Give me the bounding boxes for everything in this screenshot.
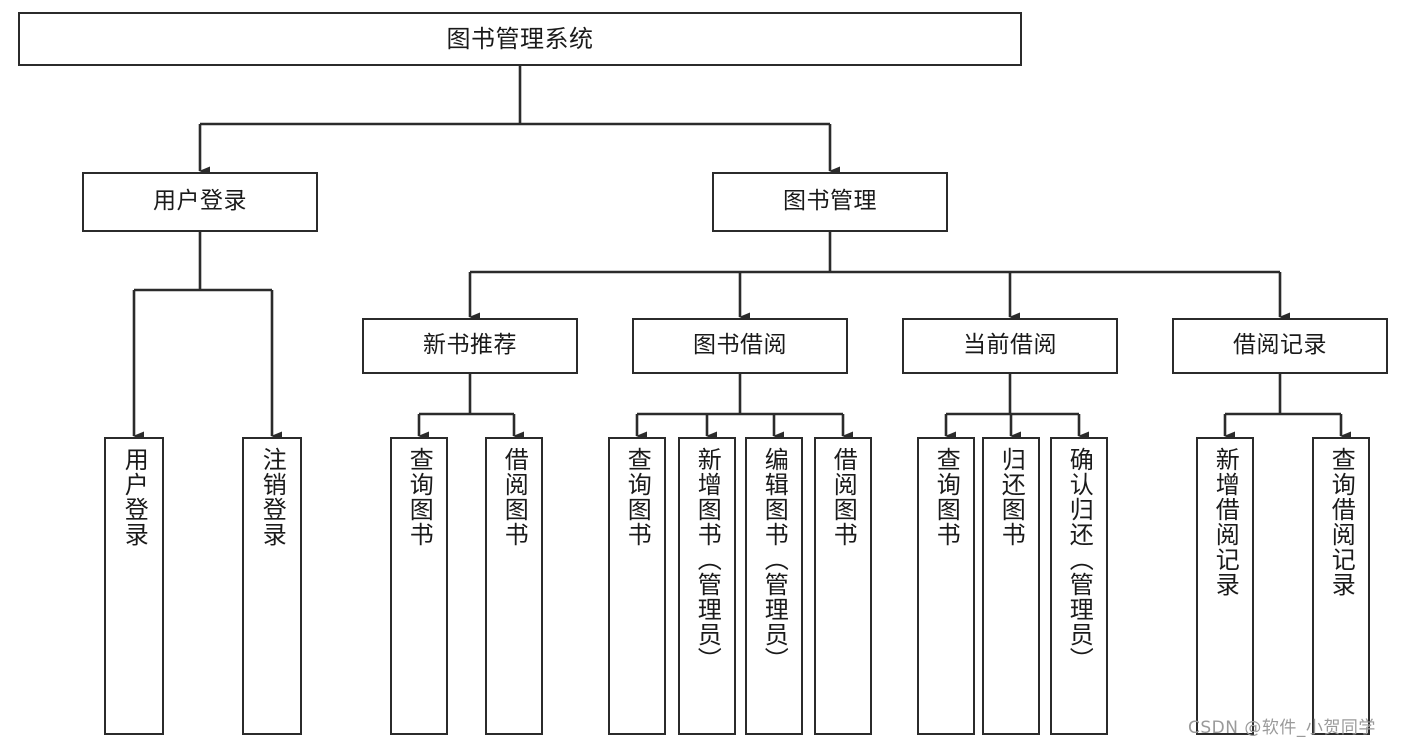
leaf-user-login-label: 用户登录 <box>120 447 149 547</box>
node-borrow-record[interactable]: 借阅记录 <box>1172 318 1388 374</box>
leaf-query-book-recommend-label: 查询图书 <box>405 447 434 547</box>
leaf-return-book[interactable]: 归还图书 <box>982 437 1040 735</box>
leaf-query-book-current-label: 查询图书 <box>932 447 961 547</box>
leaf-borrow-book[interactable]: 借阅图书 <box>814 437 872 735</box>
leaf-user-login[interactable]: 用户登录 <box>104 437 164 735</box>
leaf-borrow-book-label: 借阅图书 <box>829 447 858 547</box>
leaf-query-book-recommend[interactable]: 查询图书 <box>390 437 448 735</box>
node-book-management-label: 图书管理 <box>783 188 877 215</box>
node-root[interactable]: 图书管理系统 <box>18 12 1022 66</box>
csdn-watermark: CSDN @软件_小贺同学 <box>1188 718 1376 738</box>
leaf-logout-login-label: 注销登录 <box>258 447 287 547</box>
node-book-borrow[interactable]: 图书借阅 <box>632 318 848 374</box>
node-user-login-label: 用户登录 <box>153 188 247 215</box>
leaf-edit-book-admin[interactable]: 编辑图书（管理员） <box>745 437 803 735</box>
node-current-borrow[interactable]: 当前借阅 <box>902 318 1118 374</box>
leaf-add-book-admin-label: 新增图书（管理员） <box>693 447 722 672</box>
node-root-label: 图书管理系统 <box>446 24 594 53</box>
leaf-add-book-admin[interactable]: 新增图书（管理员） <box>678 437 736 735</box>
leaf-query-borrow-record-label: 查询借阅记录 <box>1327 447 1356 597</box>
leaf-borrow-book-recommend[interactable]: 借阅图书 <box>485 437 543 735</box>
leaf-logout-login[interactable]: 注销登录 <box>242 437 302 735</box>
leaf-query-book-current[interactable]: 查询图书 <box>917 437 975 735</box>
node-new-book-recommend[interactable]: 新书推荐 <box>362 318 578 374</box>
leaf-add-borrow-record-label: 新增借阅记录 <box>1211 447 1240 597</box>
leaf-query-book-borrow-label: 查询图书 <box>623 447 652 547</box>
leaf-borrow-book-recommend-label: 借阅图书 <box>500 447 529 547</box>
leaf-confirm-return-admin-label: 确认归还（管理员） <box>1065 447 1094 672</box>
node-new-book-recommend-label: 新书推荐 <box>423 332 517 359</box>
leaf-confirm-return-admin[interactable]: 确认归还（管理员） <box>1050 437 1108 735</box>
leaf-edit-book-admin-label: 编辑图书（管理员） <box>760 447 789 672</box>
node-user-login[interactable]: 用户登录 <box>82 172 318 232</box>
edge-paths <box>132 66 1351 441</box>
node-borrow-record-label: 借阅记录 <box>1233 332 1327 359</box>
node-book-borrow-label: 图书借阅 <box>693 332 787 359</box>
node-book-management[interactable]: 图书管理 <box>712 172 948 232</box>
leaf-return-book-label: 归还图书 <box>997 447 1026 547</box>
leaf-add-borrow-record[interactable]: 新增借阅记录 <box>1196 437 1254 735</box>
leaf-query-borrow-record[interactable]: 查询借阅记录 <box>1312 437 1370 735</box>
leaf-query-book-borrow[interactable]: 查询图书 <box>608 437 666 735</box>
node-current-borrow-label: 当前借阅 <box>963 332 1057 359</box>
